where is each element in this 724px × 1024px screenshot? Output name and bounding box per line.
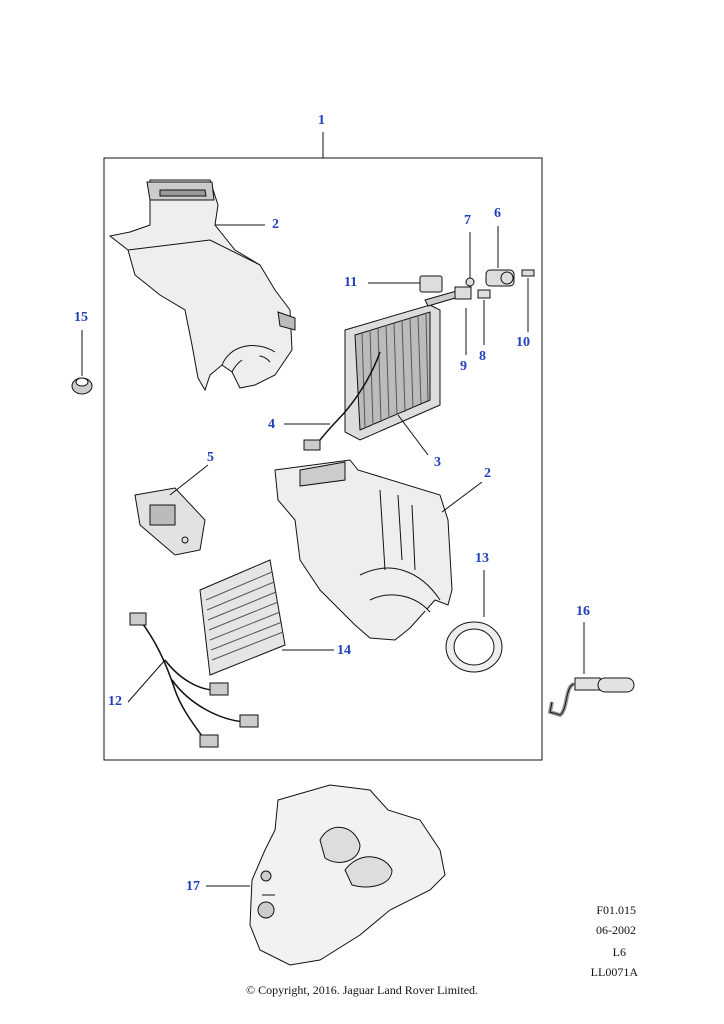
wiring-harness-part [129, 612, 259, 748]
callout-1: 1 [318, 113, 325, 128]
clip-part [71, 377, 93, 395]
drawing-reference: LL0071A [590, 965, 638, 979]
sensor-harness-part [319, 351, 381, 441]
pollen-filter-part [199, 559, 286, 676]
lower-housing-part [274, 459, 453, 641]
callout-16: 16 [576, 604, 590, 619]
callout-2-upper: 2 [272, 217, 279, 232]
figure-variant: L6 [612, 945, 626, 959]
control-module-part [134, 487, 206, 556]
callout-11: 11 [344, 275, 358, 290]
callout-12: 12 [108, 694, 122, 709]
callout-7: 7 [464, 213, 471, 228]
callout-15: 15 [74, 310, 88, 325]
evaporator-core-part [344, 289, 463, 441]
figure-date: 06-2002 [596, 923, 636, 937]
callout-17: 17 [186, 879, 200, 894]
expansion-valve-parts [419, 269, 535, 300]
figure-code: F01.015 [596, 903, 636, 917]
callout-14: 14 [337, 643, 351, 658]
callout-10: 10 [516, 335, 530, 350]
callout-2-lower: 2 [484, 466, 491, 481]
callout-4: 4 [268, 417, 275, 432]
callout-3: 3 [434, 455, 441, 470]
upper-housing-part [108, 179, 296, 392]
drain-tube-part [547, 677, 635, 718]
callout-8: 8 [479, 349, 486, 364]
callout-6: 6 [494, 206, 501, 221]
callout-5: 5 [207, 450, 214, 465]
callout-13: 13 [475, 551, 489, 566]
insulation-pad-part [249, 784, 446, 966]
copyright-notice: © Copyright, 2016. Jaguar Land Rover Lim… [245, 983, 479, 997]
callout-9: 9 [460, 359, 467, 374]
